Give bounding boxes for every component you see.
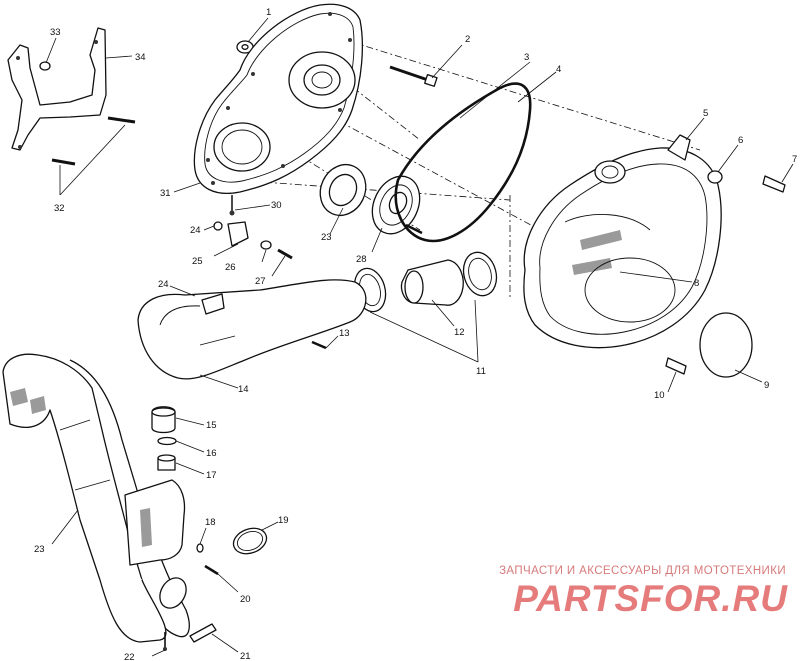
callout-19: 19	[278, 515, 289, 526]
callout-25: 25	[192, 256, 203, 267]
callout-23-upper: 23	[321, 232, 332, 243]
callout-7: 7	[792, 154, 797, 165]
callout-13: 13	[339, 328, 350, 339]
callout-4: 4	[556, 64, 561, 75]
callout-24-lower: 24	[158, 279, 169, 290]
part-34-bracket	[7, 27, 136, 166]
leader-lines	[45, 17, 794, 657]
part-9-gasket	[699, 312, 753, 378]
callout-17: 17	[206, 470, 217, 481]
callout-26: 26	[225, 262, 236, 273]
callout-28: 28	[356, 254, 367, 265]
callout-31: 31	[160, 188, 171, 199]
part-20-screw	[204, 564, 219, 576]
callout-32: 32	[54, 203, 65, 214]
callout-9: 9	[764, 380, 769, 391]
callout-15: 15	[206, 420, 217, 431]
part-3-drive-belt	[394, 82, 532, 243]
callout-18: 18	[205, 517, 216, 528]
part-14-intake-duct	[137, 279, 367, 380]
callout-11: 11	[476, 366, 486, 377]
callout-8: 8	[694, 278, 699, 289]
part-21-pin	[189, 623, 217, 643]
callout-20: 20	[240, 594, 251, 605]
callout-1: 1	[266, 7, 271, 18]
part-17-fitting	[157, 454, 176, 471]
callout-2: 2	[465, 34, 470, 45]
part-10-bolt	[665, 357, 687, 375]
callout-30: 30	[271, 200, 282, 211]
callout-22: 22	[124, 652, 135, 661]
part-5-outer-cover	[523, 134, 786, 349]
callout-10: 10	[654, 390, 665, 401]
part-22-fastener	[163, 632, 167, 651]
part-19-clamp	[232, 527, 268, 555]
callout-3: 3	[524, 52, 529, 63]
part-1-washer	[236, 40, 254, 54]
part-23-long-duct	[2, 353, 190, 643]
callout-27: 27	[255, 276, 266, 287]
part-18-fitting	[196, 543, 204, 553]
callout-24-upper: 24	[190, 225, 201, 236]
part-16-o-ring	[157, 436, 177, 446]
part-15-cap	[151, 406, 176, 434]
small-hardware-group	[213, 195, 293, 260]
callout-5: 5	[703, 108, 708, 119]
callout-16: 16	[206, 448, 217, 459]
callout-33: 33	[50, 27, 61, 38]
part-12-duct-tube	[353, 251, 498, 313]
callout-21: 21	[240, 651, 251, 661]
part-31-inner-cover	[193, 3, 364, 194]
callout-14: 14	[238, 384, 249, 395]
part-23-seal	[319, 164, 367, 216]
callout-12: 12	[454, 327, 465, 338]
callout-34: 34	[135, 52, 146, 63]
callout-23-lower: 23	[34, 544, 45, 555]
watermark-brand: PARTSFOR.RU	[513, 578, 788, 619]
part-2-bolt	[389, 65, 438, 87]
callout-labels: 1 2 3 4 5 6 7 8 9 10 11 12 13 14 15 16 1…	[34, 7, 797, 661]
watermark-tagline: ЗАПЧАСТИ И АКСЕССУАРЫ ДЛЯ МОТОТЕХНИКИ	[499, 565, 786, 577]
callout-6: 6	[738, 135, 743, 146]
